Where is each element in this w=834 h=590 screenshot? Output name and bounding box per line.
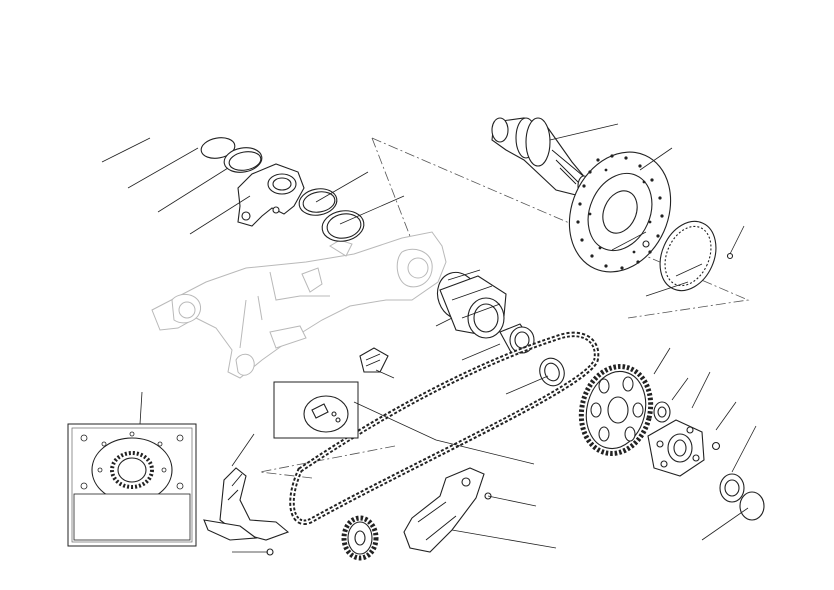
rear-sprocket [578, 364, 654, 456]
sprocket-cover-panel [67, 423, 197, 547]
snap-ring [539, 357, 565, 387]
caliper-bracket [237, 163, 305, 227]
leader-lines [101, 123, 757, 553]
clip [359, 347, 389, 373]
wheel-hub [491, 117, 593, 197]
chain-slider [203, 467, 290, 541]
carrier-bearing [719, 473, 765, 521]
chain-link-kit [273, 381, 359, 439]
front-sprocket [341, 515, 379, 561]
sprocket-carrier [647, 419, 705, 477]
spacer [653, 401, 671, 423]
swingarm [151, 231, 447, 379]
bearing [499, 323, 535, 355]
eccentric-hub [436, 269, 507, 339]
chain [289, 331, 600, 525]
tone-ring [659, 220, 717, 292]
disc-drill-holes [576, 154, 664, 270]
chain-guard [403, 467, 485, 553]
